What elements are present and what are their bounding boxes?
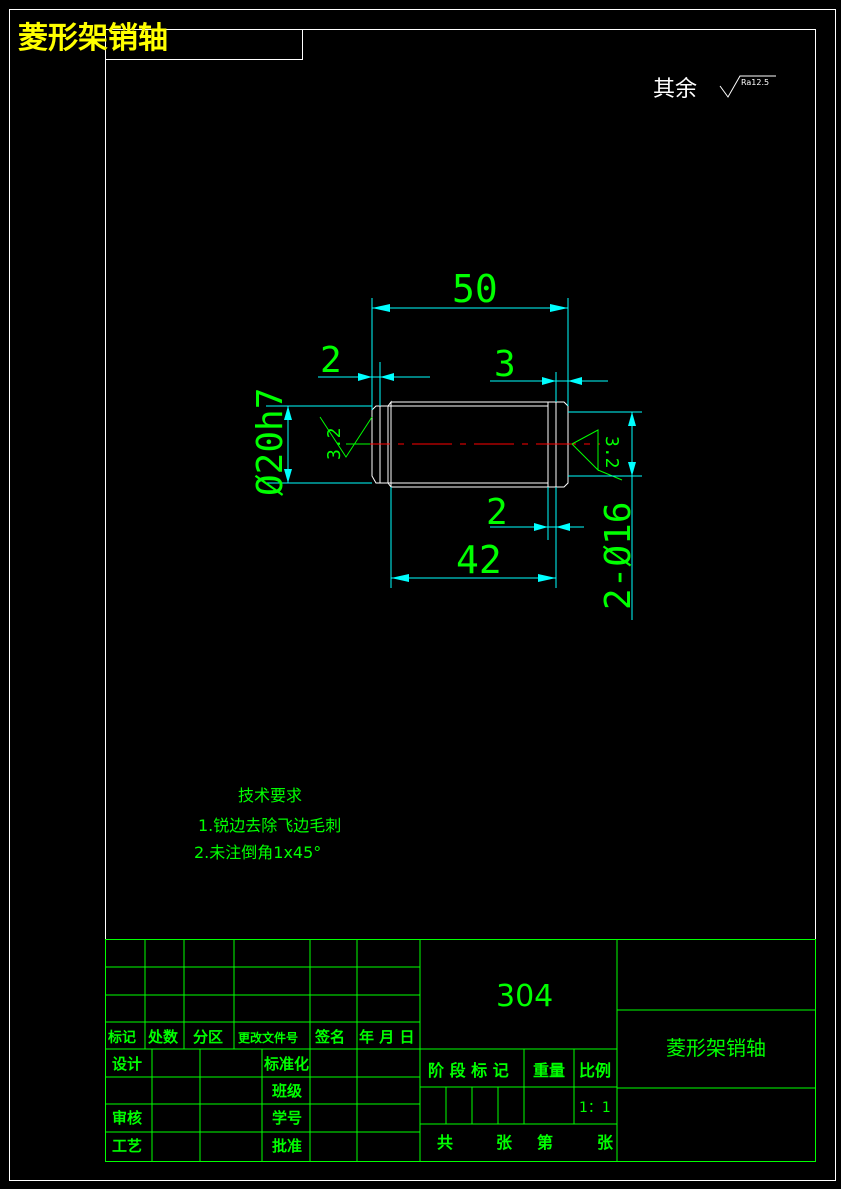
roughness-left-label: 3.2 <box>324 427 345 460</box>
sheet-unit-1: 张 <box>496 1133 513 1152</box>
sheet-total-label: 共 <box>437 1133 453 1152</box>
dim-chamfer-left-label: 2 <box>320 340 342 381</box>
dim-diameter <box>266 405 372 484</box>
roughness-label: 其余 <box>653 77 697 102</box>
col-mark: 标记 <box>107 1029 136 1046</box>
dim-inner-length <box>390 487 557 588</box>
row-standardize: 标准化 <box>263 1055 309 1073</box>
roughness-symbol-icon <box>719 75 776 98</box>
dim-groove-width-label: 2 <box>486 492 508 533</box>
row-design: 设计 <box>112 1055 142 1073</box>
dim-groove-width <box>490 487 584 540</box>
roughness-symbol-right-icon <box>571 429 623 481</box>
inner-border <box>105 29 816 1162</box>
dim-diameter-label: Ø20h7 <box>250 388 291 496</box>
row-process: 工艺 <box>112 1137 142 1155</box>
stage-mark-label: 阶 段 标 记 <box>428 1061 509 1080</box>
row-review: 审核 <box>112 1109 142 1127</box>
material-label: 304 <box>496 979 553 1014</box>
outer-border <box>9 9 836 1181</box>
col-date: 年 月 日 <box>359 1028 414 1046</box>
dim-chamfer-left <box>318 362 430 406</box>
scale-value: 1：1 <box>579 1100 611 1116</box>
dim-inner-length-label: 42 <box>456 538 502 582</box>
col-count: 处数 <box>147 1028 179 1046</box>
roughness-right-label: 3.2 <box>601 436 622 469</box>
weight-label: 重量 <box>533 1061 565 1080</box>
sheet-no-label: 第 <box>537 1133 553 1152</box>
col-signature: 签名 <box>314 1028 345 1046</box>
pin-shaft-drawing <box>350 400 600 489</box>
tech-req-item-1: 1.锐边去除飞边毛刺 <box>198 816 341 835</box>
dim-chamfer-right <box>490 372 608 402</box>
col-zone: 分区 <box>193 1028 223 1046</box>
dim-total-length <box>371 298 569 410</box>
title-block <box>105 939 816 1162</box>
roughness-symbol-left-icon <box>319 416 373 458</box>
row-student-id: 学号 <box>272 1109 302 1127</box>
dim-total-length-label: 50 <box>452 267 498 311</box>
roughness-value: Ra12.5 <box>741 78 769 87</box>
title-tag-box <box>105 29 303 60</box>
dim-groove-diameter <box>568 411 642 620</box>
col-change-doc: 更改文件号 <box>238 1030 298 1045</box>
dim-chamfer-right-label: 3 <box>494 344 516 385</box>
row-class: 班级 <box>272 1082 303 1100</box>
tech-req-item-2: 2.未注倒角1x45° <box>194 843 321 862</box>
drawing-title: 菱形架销轴 <box>18 21 168 56</box>
row-approve: 批准 <box>272 1137 302 1155</box>
scale-label: 比例 <box>579 1061 611 1080</box>
sheet-unit-2: 张 <box>597 1133 614 1152</box>
tech-req-title: 技术要求 <box>238 786 302 805</box>
part-name-label: 菱形架销轴 <box>666 1036 766 1060</box>
dim-groove-diameter-label: 2-Ø16 <box>598 502 639 610</box>
